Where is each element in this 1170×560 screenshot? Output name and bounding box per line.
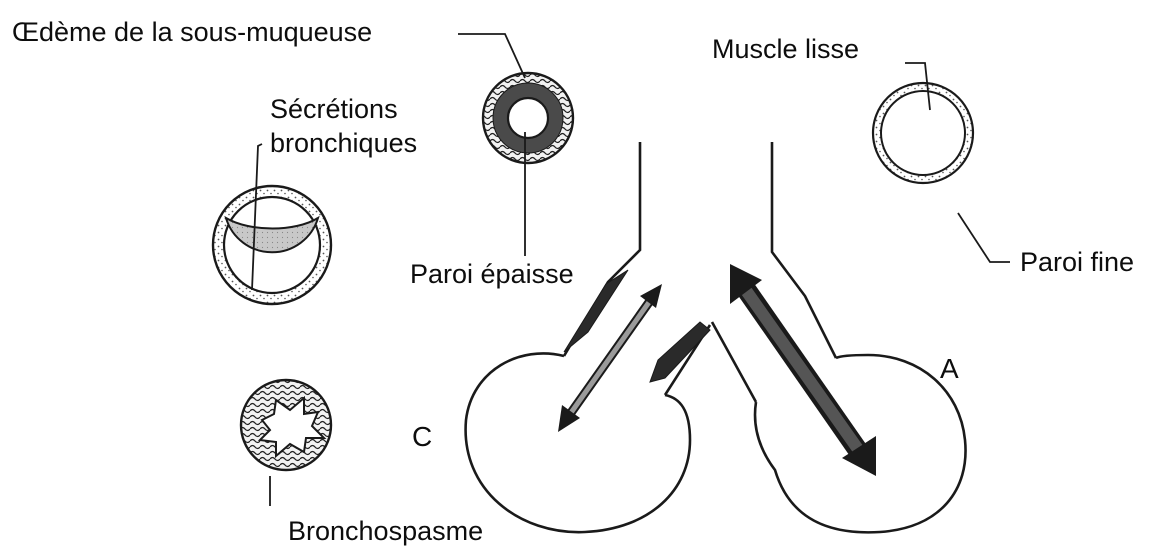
cross-section-secretions [213,186,331,304]
label-paroi-epaisse: Paroi épaisse [410,257,574,291]
arrow-a [730,264,876,476]
paroi-fine-leader [958,213,1010,262]
bronchial-tree [466,142,966,532]
arrow-c [558,284,662,432]
cross-section-thin-wall [873,83,973,183]
label-secretions-line1: Sécrétions [270,92,398,126]
label-paroi-fine: Paroi fine [1020,245,1134,279]
label-secretions-line2: bronchiques [270,126,417,160]
oedeme-leader [458,34,525,78]
label-bronchospasme: Bronchospasme [288,514,483,548]
label-oedeme-sous-muqueuse: Œdème de la sous-muqueuse [12,15,372,49]
cross-section-bronchospasm [241,380,331,470]
label-muscle-lisse: Muscle lisse [712,32,859,66]
airway-inner-wall-right [712,322,756,402]
cross-section-thick-wall [483,73,573,163]
label-alveole-c: C [412,420,432,454]
label-alveole-a: A [940,352,959,386]
